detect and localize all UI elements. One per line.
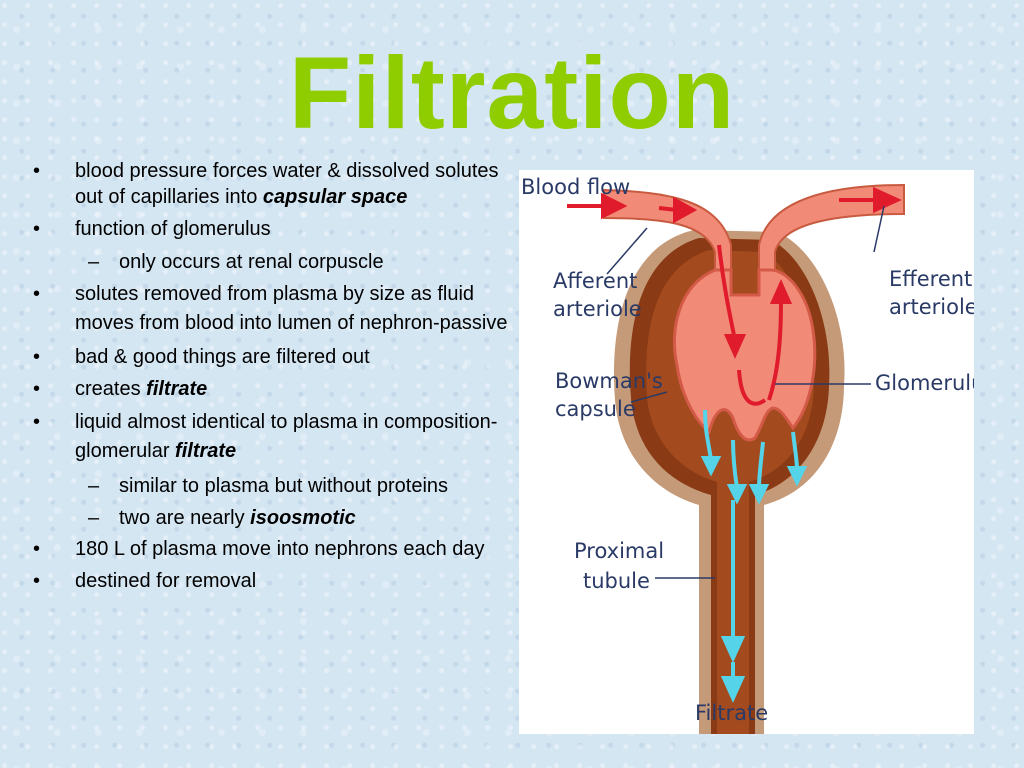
sub-bullet-marker: – bbox=[88, 475, 100, 497]
bullet-item: • solutes removed from plasma by size as … bbox=[30, 280, 510, 338]
bullet-item: • bad & good things are filtered out bbox=[30, 344, 510, 370]
bullet-text: blood pressure forces water & dissolved … bbox=[75, 160, 499, 208]
sub-bullet-item: –similar to plasma but without proteins bbox=[30, 472, 510, 500]
bullet-text: only occurs at renal corpuscle bbox=[119, 251, 384, 273]
bullet-emphasis: filtrate bbox=[146, 378, 208, 400]
bullet-emphasis: capsular space bbox=[262, 186, 408, 208]
bullet-text: similar to plasma but without proteins bbox=[119, 475, 449, 497]
bullet-emphasis: filtrate bbox=[175, 440, 237, 462]
bullet-item: • liquid almost identical to plasma in co… bbox=[30, 408, 510, 466]
label-blood-flow: Blood flow bbox=[521, 175, 630, 199]
bullet-marker: • bbox=[33, 283, 41, 305]
bullet-marker: • bbox=[33, 346, 41, 368]
bullet-item: • function of glomerulus bbox=[30, 216, 510, 242]
label-arteriole: arteriole bbox=[889, 295, 974, 319]
bullet-text: function of glomerulus bbox=[75, 218, 271, 240]
label-filtrate: Filtrate bbox=[695, 701, 768, 725]
bullet-text: bad & good things are filtered out bbox=[75, 346, 370, 368]
bullet-text: two are nearly bbox=[119, 507, 251, 529]
bullet-emphasis: isoosmotic bbox=[250, 507, 356, 529]
label-arteriole: arteriole bbox=[553, 297, 642, 321]
label-leader-lines bbox=[606, 205, 885, 579]
bullet-marker: • bbox=[33, 570, 41, 592]
bullet-text: solutes removed from plasma by size as f… bbox=[75, 283, 508, 334]
label-tubule: tubule bbox=[583, 569, 650, 593]
bullet-item: • 180 L of plasma move into nephrons each… bbox=[30, 536, 510, 562]
bullet-text: liquid almost identical to plasma in com… bbox=[75, 411, 498, 462]
bullet-marker: • bbox=[33, 160, 41, 182]
bullet-item: • blood pressure forces water & dissolved… bbox=[30, 158, 510, 210]
sub-bullet-item: –two are nearly isoosmotic bbox=[30, 504, 510, 532]
bullet-marker: • bbox=[33, 378, 41, 400]
nephron-illustration: Blood flow Afferent arteriole Efferent a… bbox=[521, 175, 974, 734]
sub-bullet-marker: – bbox=[88, 251, 100, 273]
bullet-item: • creates filtrate bbox=[30, 376, 510, 402]
bullet-marker: • bbox=[33, 218, 41, 240]
bullet-item: • destined for removal bbox=[30, 568, 510, 594]
sub-bullet-item: –only occurs at renal corpuscle bbox=[30, 248, 510, 276]
bullet-text: creates bbox=[75, 378, 147, 400]
nephron-diagram: Blood flow Afferent arteriole Efferent a… bbox=[519, 170, 974, 734]
bullet-marker: • bbox=[33, 538, 41, 560]
label-glomerulus: Glomerulus bbox=[875, 371, 974, 395]
bullet-marker: • bbox=[33, 411, 41, 433]
bullet-text: destined for removal bbox=[75, 570, 257, 592]
label-bowmans: Bowman's bbox=[555, 369, 663, 393]
blood-flow-arrows bbox=[567, 186, 902, 406]
label-capsule: capsule bbox=[555, 397, 636, 421]
label-afferent: Afferent bbox=[553, 269, 637, 293]
glomerulus bbox=[673, 268, 817, 442]
bullet-list: • blood pressure forces water & dissolved… bbox=[30, 158, 510, 600]
sub-bullet-marker: – bbox=[88, 507, 100, 529]
label-proximal: Proximal bbox=[574, 539, 664, 563]
label-efferent: Efferent bbox=[889, 267, 972, 291]
slide-title: Filtration bbox=[288, 36, 736, 150]
bullet-text: 180 L of plasma move into nephrons each … bbox=[75, 538, 485, 560]
filtrate-arrows bbox=[700, 409, 808, 703]
